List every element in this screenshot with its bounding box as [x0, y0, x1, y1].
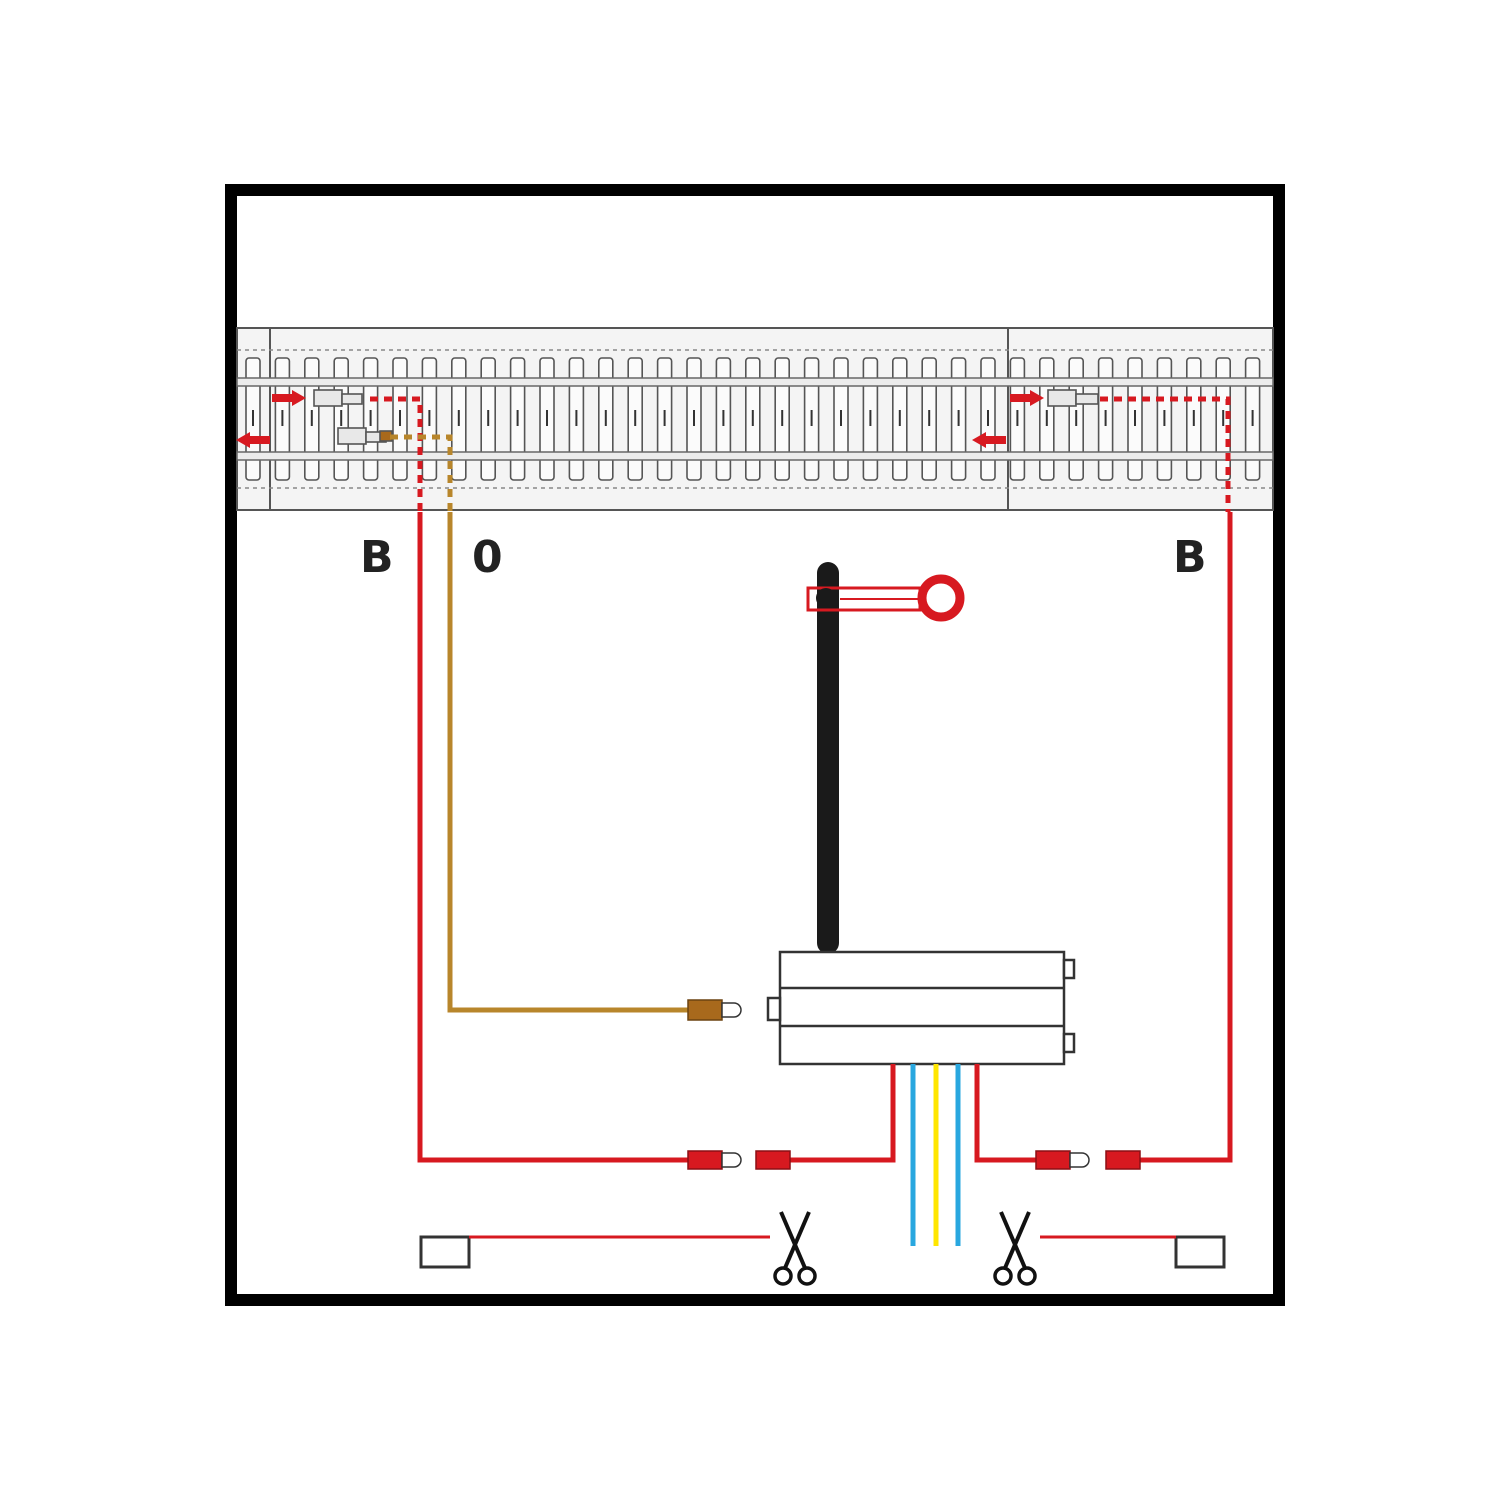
label-right-b: B	[1173, 532, 1207, 583]
right-feed-wire	[1140, 512, 1233, 1163]
label-ground-0: 0	[472, 532, 503, 583]
left-feed-socket	[755, 1150, 791, 1170]
ground-wire	[447, 512, 690, 1013]
left-cut-connector	[419, 1235, 770, 1269]
rail-connectors	[313, 389, 1099, 445]
label-left-b: B	[360, 532, 394, 583]
track-feed-dotted	[370, 396, 1231, 512]
semaphore-signal-icon	[806, 562, 965, 954]
left-feed-plug	[687, 1150, 742, 1170]
track-arrows	[236, 390, 1044, 448]
right-feed-plug	[1035, 1150, 1090, 1170]
right-cut-connector	[1040, 1235, 1226, 1269]
right-feed-socket	[1105, 1150, 1141, 1170]
signal-drive-box	[766, 950, 1076, 1066]
left-feed-wire	[417, 512, 690, 1163]
track	[236, 327, 1274, 511]
ground-plug	[687, 999, 742, 1021]
